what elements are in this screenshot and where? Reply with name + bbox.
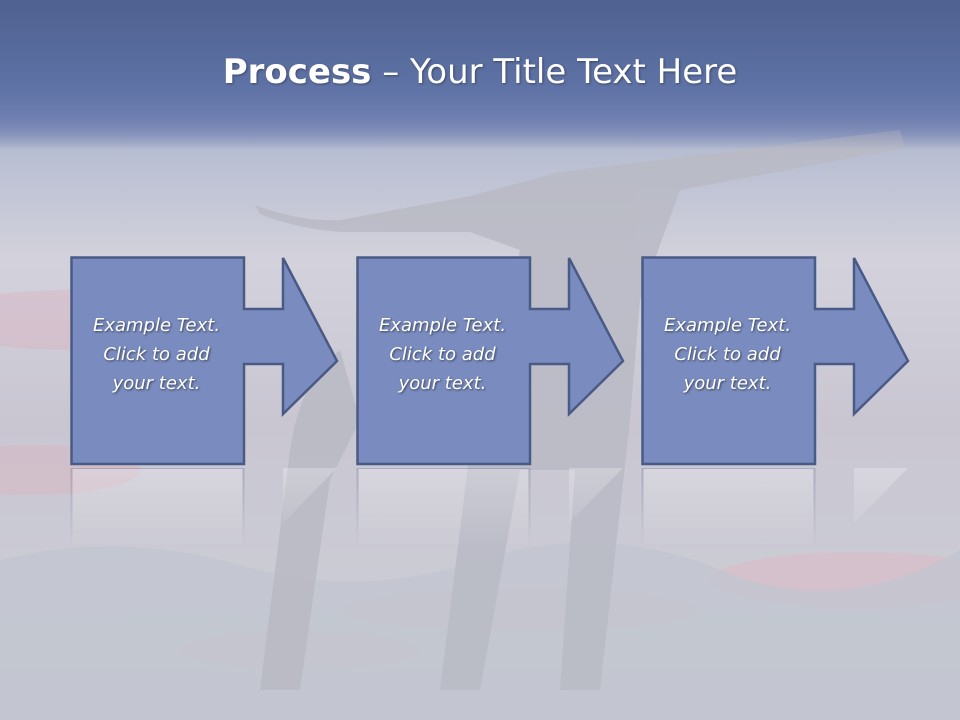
step-text-line: Click to add <box>389 344 496 365</box>
step-text-line: Click to add <box>103 344 210 365</box>
process-step-reflection <box>70 467 415 549</box>
process-step-shape <box>70 256 339 466</box>
step-text[interactable]: Example Text. Click to add your text. <box>70 311 243 398</box>
process-step-shape <box>641 256 910 466</box>
process-step-3[interactable]: Example Text. Click to add your text. <box>641 256 960 471</box>
step-text-line: Click to add <box>674 344 781 365</box>
step-text[interactable]: Example Text. Click to add your text. <box>641 311 814 398</box>
process-step-1[interactable]: Example Text. Click to add your text. <box>70 256 415 471</box>
slide-title[interactable]: Process – Your Title Text Here <box>0 52 960 92</box>
process-step-2[interactable]: Example Text. Click to add your text. <box>356 256 701 471</box>
step-text-line: Example Text. <box>92 315 221 336</box>
step-text-line: your text. <box>398 373 487 394</box>
process-step-reflection <box>641 467 960 549</box>
process-step-shape <box>356 256 625 466</box>
title-bar <box>0 0 960 150</box>
step-text-line: Example Text. <box>378 315 507 336</box>
step-text[interactable]: Example Text. Click to add your text. <box>356 311 529 398</box>
step-text-line: your text. <box>683 373 772 394</box>
step-text-line: Example Text. <box>663 315 792 336</box>
step-text-line: your text. <box>112 373 201 394</box>
process-step-reflection <box>356 467 701 549</box>
title-bold: Process <box>222 52 372 92</box>
title-rest: – Your Title Text Here <box>371 52 738 92</box>
